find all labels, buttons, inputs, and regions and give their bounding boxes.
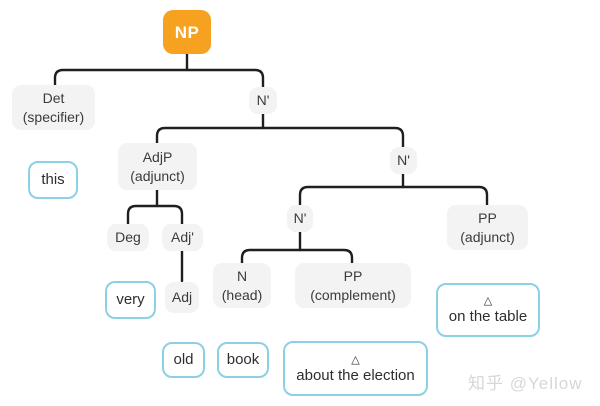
leaf-very: very — [105, 281, 156, 319]
node-adjp-role: (adjunct) — [130, 167, 185, 184]
branch-n3-children — [240, 248, 354, 265]
node-n-bar-3: N' — [287, 205, 313, 232]
leaf-old-text: old — [173, 351, 194, 368]
leaf-on-the-table-text: on the table — [448, 308, 528, 325]
branch-n2-children — [298, 185, 489, 207]
node-pp-complement-label: PP — [343, 267, 363, 284]
leaf-on-the-table: △ on the table — [436, 283, 540, 337]
node-n-bar-1-label: N' — [256, 92, 270, 108]
node-adj-bar: Adj' — [162, 224, 203, 251]
node-pp-adjunct-label: PP — [478, 209, 497, 226]
leaf-very-text: very — [116, 291, 145, 308]
node-pp-adjunct-role: (adjunct) — [460, 228, 515, 245]
node-n-bar-1: N' — [249, 87, 277, 114]
node-n-head-role: (head) — [221, 286, 263, 303]
node-n-bar-2-label: N' — [397, 152, 410, 168]
leaf-this-text: this — [41, 171, 65, 188]
node-adjp-label: AdjP — [142, 148, 173, 165]
triangle-icon: △ — [351, 353, 360, 366]
node-n-bar-3-label: N' — [293, 210, 307, 226]
node-adj-bar-label: Adj' — [171, 229, 194, 245]
leaf-this: this — [28, 161, 78, 199]
node-adj: Adj — [165, 282, 199, 313]
leaf-book-text: book — [226, 351, 260, 368]
node-deg: Deg — [107, 224, 149, 251]
node-deg-label: Deg — [115, 229, 141, 245]
branch-adjp-children — [126, 204, 184, 226]
node-adjp-adjunct: AdjP (adjunct) — [118, 143, 197, 190]
root-node-np-label: NP — [174, 22, 200, 42]
leaf-book: book — [217, 342, 269, 378]
leaf-about-the-election-text: about the election — [296, 366, 415, 384]
triangle-icon: △ — [483, 295, 493, 307]
node-pp-complement: PP (complement) — [295, 263, 411, 308]
branch-n1-children — [155, 126, 405, 149]
watermark: 知乎 @Yellow — [468, 374, 583, 393]
node-n-head: N (head) — [213, 263, 271, 308]
leaf-old: old — [162, 342, 205, 378]
node-det-role: (specifier) — [22, 108, 85, 125]
branch-np-children — [53, 68, 265, 89]
root-node-np: NP — [163, 10, 211, 54]
node-n-bar-2: N' — [390, 147, 417, 174]
leaf-about-the-election: △ about the election — [283, 341, 428, 396]
node-det-specifier: Det (specifier) — [12, 85, 95, 130]
node-pp-adjunct: PP (adjunct) — [447, 205, 528, 250]
node-adj-label: Adj — [171, 289, 193, 305]
node-pp-complement-role: (complement) — [310, 286, 396, 303]
node-det-label: Det — [42, 89, 65, 106]
node-n-head-label: N — [236, 267, 248, 284]
